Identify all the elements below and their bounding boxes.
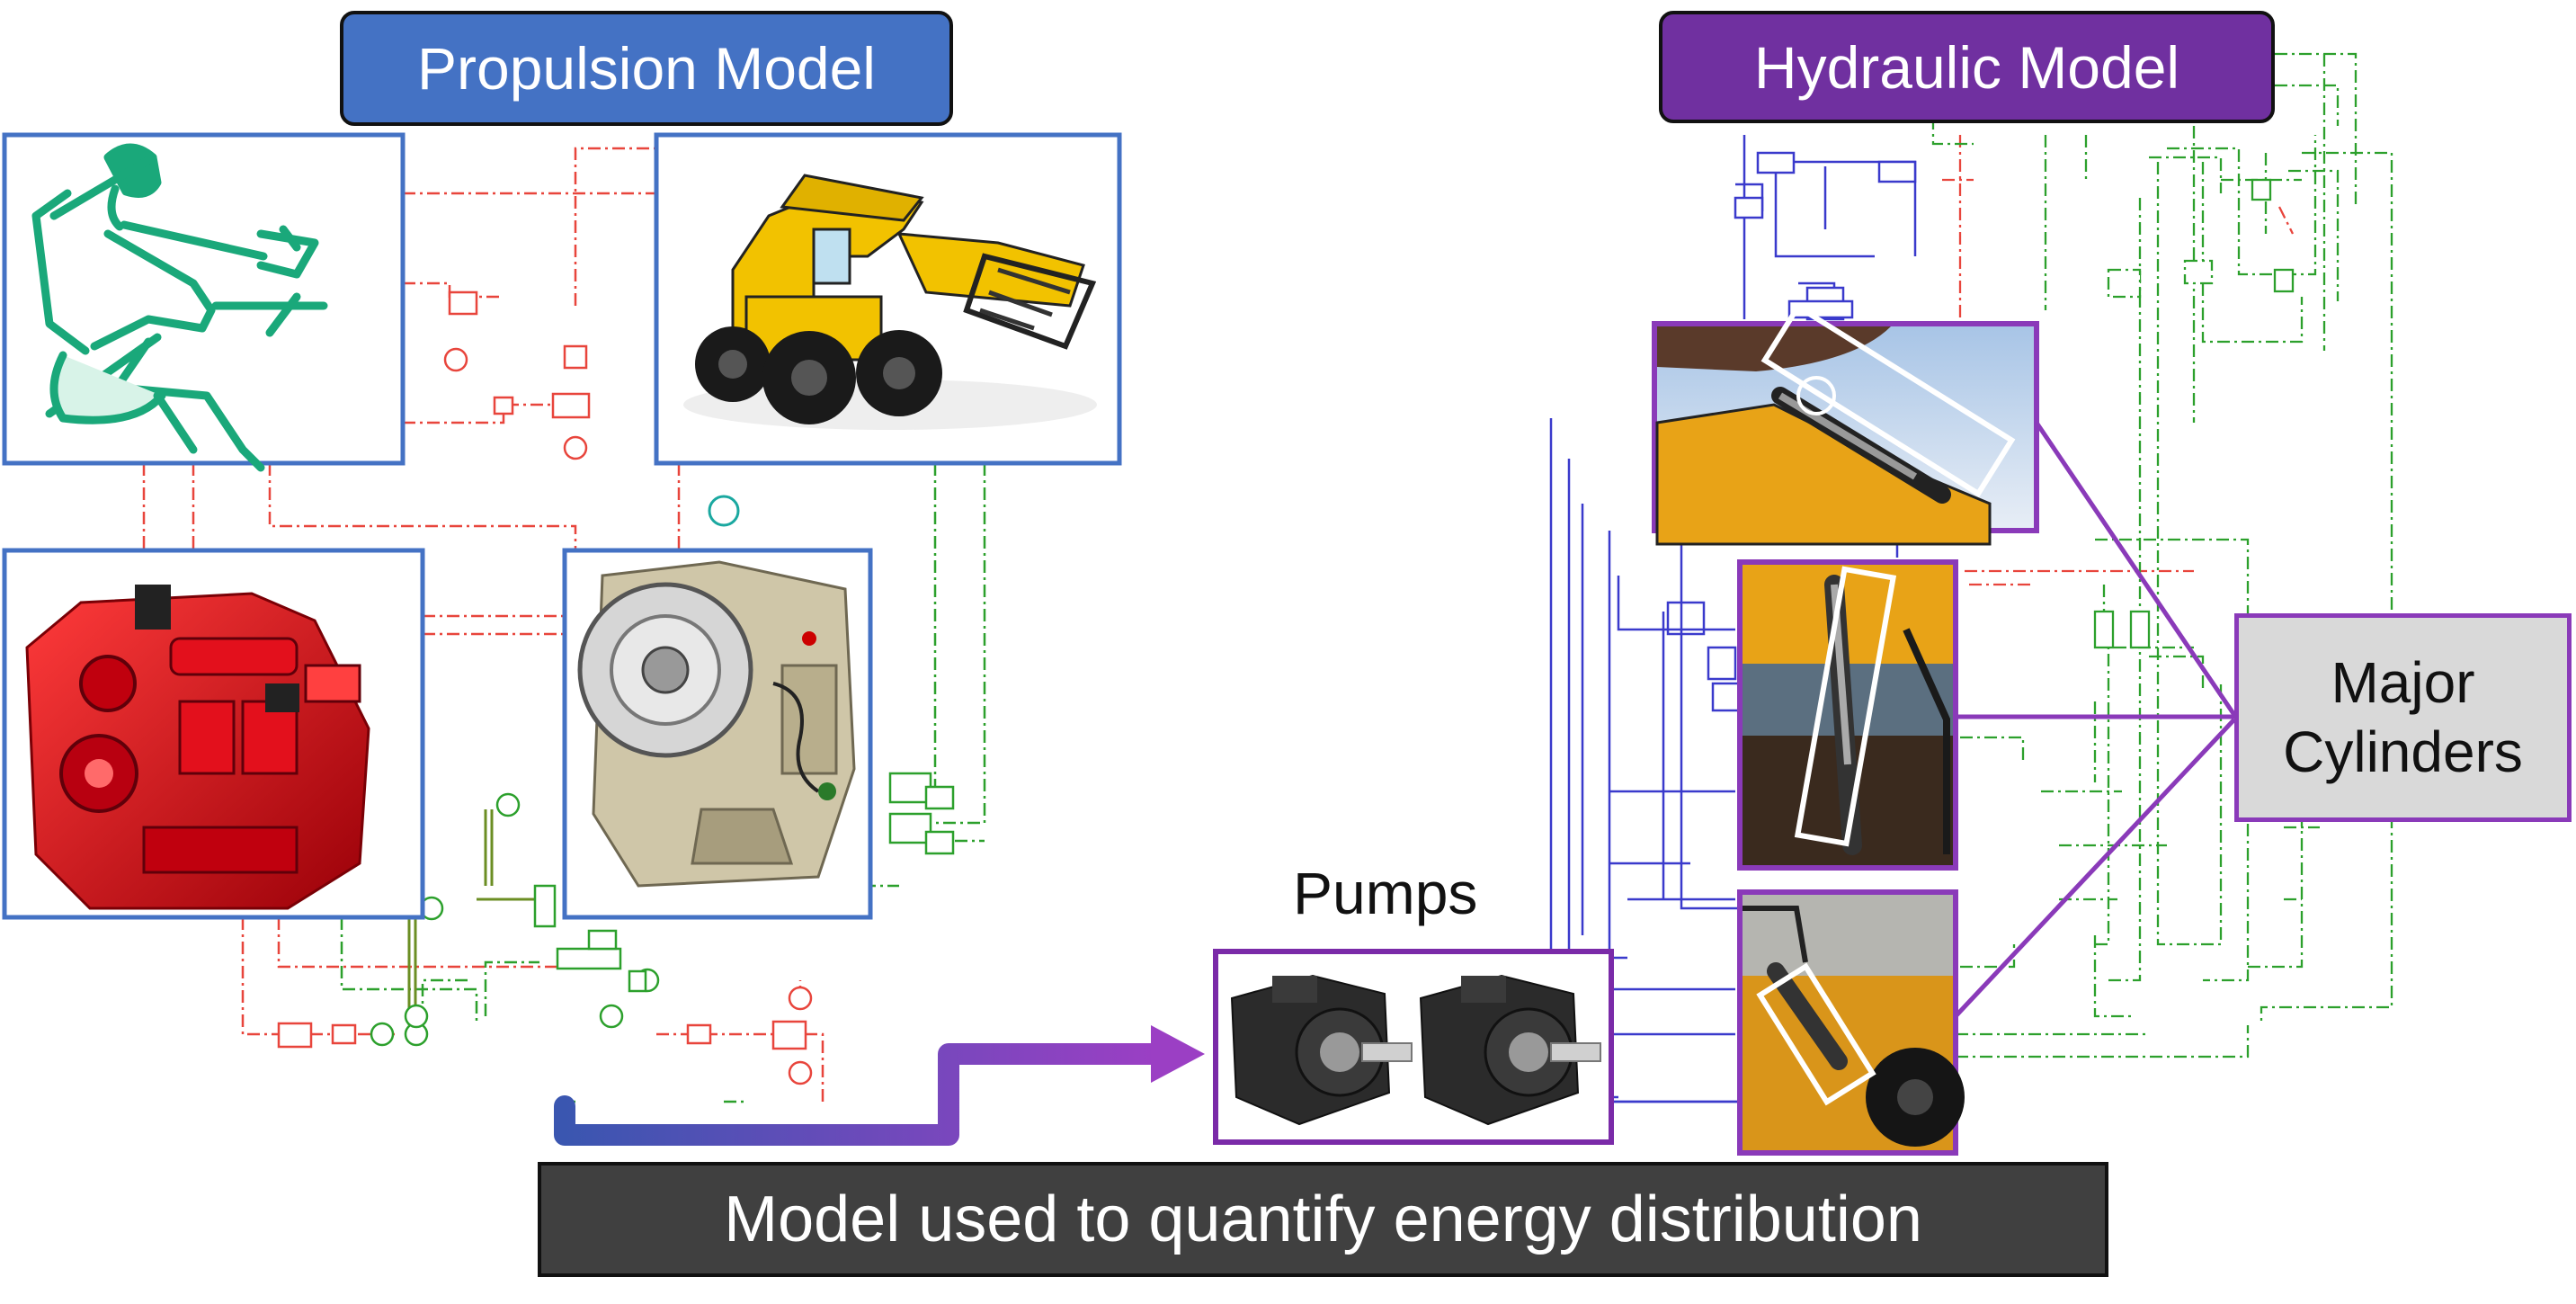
sensor-icon [708, 495, 740, 527]
pumps-label: Pumps [1293, 860, 1478, 926]
loader-vehicle-image [683, 174, 1097, 430]
driver-icon [31, 143, 328, 472]
hydraulic-cylinder-image [1743, 895, 1965, 1150]
hydraulic-cylinder-image [1743, 565, 1953, 865]
cylinder-connectors [1954, 421, 2237, 1018]
major-cylinders-line1: Major [2331, 650, 2475, 716]
propulsion-green-blocks [370, 772, 955, 1047]
model-caption-text: Model used to quantify energy distributi… [724, 1183, 1922, 1255]
pump-image [1230, 974, 1413, 1126]
propulsion-model-blocks [277, 290, 813, 1085]
energy-flow-arrow [554, 1025, 1205, 1146]
propulsion-model-title: Propulsion Model [340, 11, 953, 126]
hydraulic-signal-wiring [1776, 52, 2393, 1058]
model-caption-bar: Model used to quantify energy distributi… [538, 1162, 2108, 1277]
major-cylinders-line2: Cylinders [2283, 719, 2523, 784]
pump-image [1419, 974, 1601, 1126]
propulsion-model-title-text: Propulsion Model [417, 35, 876, 102]
hydraulic-model-title: Hydraulic Model [1659, 11, 2275, 123]
major-cylinders-box: Major Cylinders [2234, 613, 2572, 822]
transmission-image [577, 560, 856, 888]
hydraulic-cylinder-image [1655, 302, 2016, 546]
engine-image [25, 585, 370, 910]
hydraulic-model-title-text: Hydraulic Model [1753, 33, 2180, 101]
